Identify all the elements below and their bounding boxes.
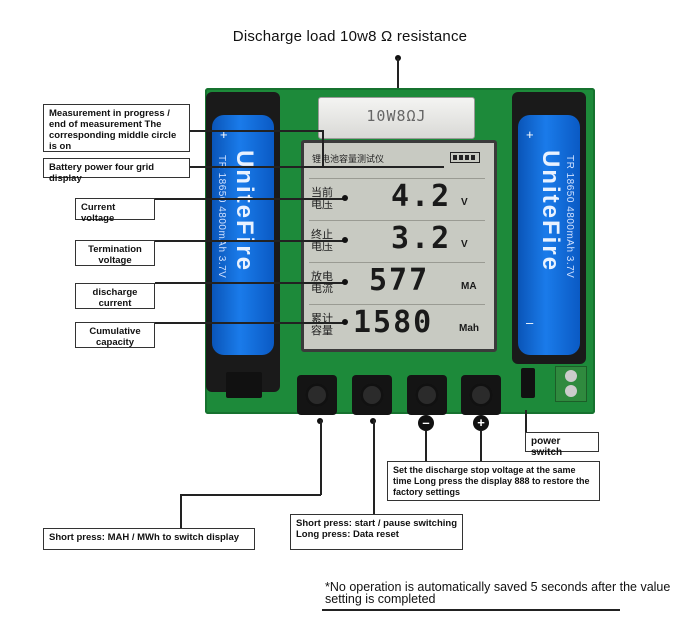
left-battery-spec: TR 18650 4800mAh 3.7V	[216, 155, 227, 279]
leader-dot	[342, 279, 348, 285]
footnote: *No operation is automatically saved 5 s…	[325, 580, 671, 606]
leader-discharge-current	[155, 282, 345, 284]
right-battery-spec: TR 18650 4800mAh 3.7V	[564, 155, 575, 279]
lcd-row-label: 放电电流	[311, 271, 333, 295]
start-pause-button[interactable]	[352, 375, 392, 415]
lcd-row-current-voltage: 当前电压 4.2 V	[309, 178, 485, 214]
callout-cumulative-capacity: Cumulative capacity	[75, 322, 155, 348]
leader-minus-v	[425, 431, 427, 461]
right-battery: + UniteFire TR 18650 4800mAh 3.7V –	[518, 115, 580, 355]
terminal-screw-1	[565, 370, 577, 382]
lcd-row-value: 1580	[353, 305, 434, 340]
left-battery-brand: UniteFire	[231, 150, 258, 273]
minus-button[interactable]	[407, 375, 447, 415]
lcd-row-unit: MA	[461, 281, 477, 292]
lcd-row-termination-voltage: 终止电压 3.2 V	[309, 220, 485, 256]
callout-battery-grid: Battery power four grid display	[43, 158, 190, 184]
right-battery-brand: UniteFire	[537, 150, 564, 273]
leader-plus-v	[480, 431, 482, 461]
lcd-row-cumulative-capacity: 累计容量 1580 Mah	[309, 304, 485, 340]
leader-dot	[342, 237, 348, 243]
usb-connector	[226, 372, 262, 398]
right-battery-plus: +	[526, 127, 534, 142]
leader-mode-v	[320, 420, 322, 495]
lcd-row-label: 当前电压	[311, 187, 333, 211]
footnote-underline	[322, 609, 620, 611]
lcd-row-label: 累计容量	[311, 313, 333, 337]
callout-power-switch: power switch	[525, 432, 599, 458]
leader-dot	[342, 319, 348, 325]
leader-measurement	[190, 130, 322, 132]
lcd-row-label: 终止电压	[311, 229, 333, 253]
callout-mah-switch: Short press: MAH / MWh to switch display	[43, 528, 255, 550]
callout-current-voltage: Current voltage	[75, 198, 155, 224]
callout-termination-voltage: Termination voltage	[75, 240, 155, 266]
leader-dot	[342, 195, 348, 201]
lcd-header: 锂电池容量测试仪	[312, 154, 385, 164]
left-battery-plus: +	[220, 127, 228, 142]
leader-power-switch-v	[525, 410, 527, 442]
lcd-display	[301, 140, 497, 352]
leader-start-v	[373, 420, 375, 514]
lcd-row-discharge-current: 放电电流 577 MA	[309, 262, 485, 298]
power-switch[interactable]	[521, 368, 535, 398]
leader-cumulative-capacity	[155, 322, 345, 324]
callout-stop-voltage: Set the discharge stop voltage at the sa…	[387, 461, 600, 501]
lcd-row-value: 3.2	[391, 221, 452, 256]
leader-mode-h	[180, 494, 321, 496]
resistance-pointer-line	[397, 58, 399, 102]
lcd-row-unit: V	[461, 197, 468, 208]
leader-current-voltage	[155, 198, 345, 200]
battery-grid-icon	[450, 152, 480, 163]
terminal-block	[555, 366, 587, 402]
callout-discharge-current: discharge current	[75, 283, 155, 309]
minus-marker: –	[418, 415, 434, 431]
lcd-row-value: 577	[369, 263, 430, 298]
left-battery: + UniteFire TR 18650 4800mAh 3.7V –	[212, 115, 274, 355]
callout-start-pause: Short press: start / pause switching Lon…	[290, 514, 463, 550]
mode-button[interactable]	[297, 375, 337, 415]
leader-mode-v2	[180, 494, 182, 528]
callout-measurement: Measurement in progress / end of measure…	[43, 104, 190, 152]
right-battery-minus: –	[526, 315, 534, 330]
terminal-screw-2	[565, 385, 577, 397]
leader-measurement-v	[322, 130, 324, 168]
plus-marker: +	[473, 415, 489, 431]
lcd-row-unit: Mah	[459, 323, 479, 334]
leader-termination-voltage	[155, 240, 345, 242]
leader-battery-grid	[190, 166, 444, 168]
lcd-row-unit: V	[461, 239, 468, 250]
resistor-marking: 10W8ΩJ	[366, 107, 427, 125]
lcd-row-value: 4.2	[391, 179, 452, 214]
plus-button[interactable]	[461, 375, 501, 415]
resistance-label: Discharge load 10w8 Ω resistance	[232, 28, 468, 45]
load-resistor: 10W8ΩJ	[318, 97, 475, 139]
